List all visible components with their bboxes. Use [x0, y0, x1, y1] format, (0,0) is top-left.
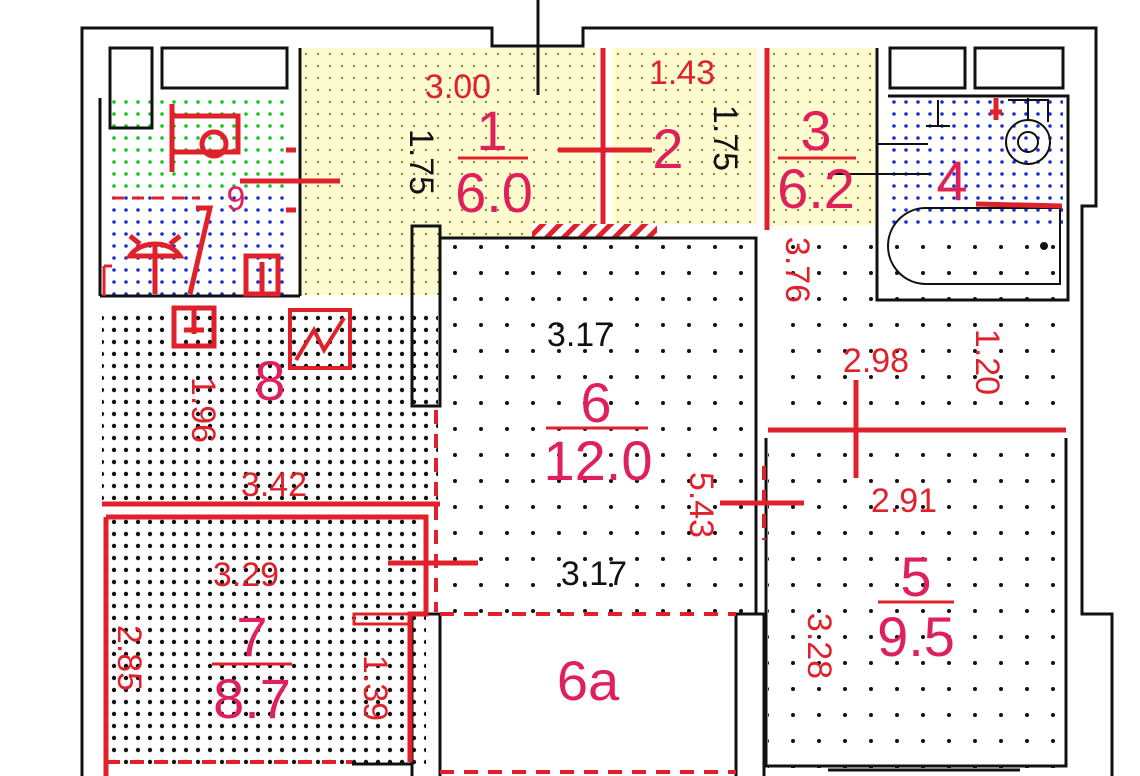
toilet-bath-bowl-icon: [1005, 119, 1051, 165]
room-2-height: 1.75: [706, 105, 744, 171]
wall-bottom: [352, 762, 1020, 772]
room-1-area: 6.0: [455, 161, 533, 224]
stove-icon: [288, 308, 352, 370]
room-6-height: 5.43: [682, 472, 720, 538]
room-8-number: 8: [254, 349, 285, 412]
room-1-width: 3.00: [425, 68, 491, 106]
room-7-fill: [106, 517, 426, 767]
room-7-niche: 1.39: [356, 655, 394, 721]
room-7-border: [103, 514, 429, 776]
outer-wall: [80, 26, 1114, 776]
wall-room6-right: [440, 236, 758, 614]
room-7-width: 3.29: [213, 556, 279, 594]
room-5-number: 5: [900, 545, 931, 608]
room-2-number: 2: [652, 117, 683, 180]
room-4-number: 4: [936, 149, 967, 212]
wall-ticks-9: [286, 147, 296, 213]
wall-room5: [764, 438, 1068, 768]
room-7-height: 2.85: [110, 625, 148, 691]
corner-mark-9: [102, 264, 112, 296]
heater-icon: [171, 305, 217, 349]
valve-icon: [990, 98, 1002, 120]
room-6-top-width: 3.17: [547, 316, 613, 354]
sink-icon: [125, 234, 185, 294]
room-7-niche: [352, 612, 412, 626]
tap-icon: [243, 253, 281, 297]
cross-marker-2: [558, 120, 652, 180]
room-1-number: 1: [476, 99, 507, 162]
hall-height: 1.20: [968, 329, 1006, 395]
room-8-height: 1.96: [184, 377, 222, 443]
duct-4: [973, 46, 1065, 90]
room-9-number: 9: [227, 180, 246, 218]
room-2-width: 1.43: [649, 54, 715, 92]
basin-icon: [926, 100, 950, 127]
bathtub-icon: [887, 207, 1061, 285]
door-hatch: [532, 224, 657, 238]
cross-marker-hall: [826, 380, 888, 478]
room-3-area: 6.2: [777, 157, 855, 220]
drain-icon: [1040, 242, 1048, 250]
room-3-length: 3.76: [778, 237, 816, 303]
room-5-height: 3.28: [800, 613, 838, 679]
toilet-bath-inner-icon: [1017, 131, 1039, 153]
room-3-number: 3: [800, 99, 831, 162]
duct-2: [160, 46, 289, 90]
shower-icon: [187, 205, 214, 295]
room-8-fill: [102, 310, 438, 502]
room-7-area: 8.7: [213, 667, 291, 730]
room-6-number: 6: [580, 371, 611, 434]
duct-1: [108, 46, 154, 130]
duct-3: [888, 46, 967, 90]
room-3-fill: [770, 48, 875, 226]
wall-room6: [410, 224, 442, 408]
room-8-width: 3.42: [241, 466, 307, 504]
room-5-width: 2.91: [871, 482, 937, 520]
toilet-bath-icon: [1008, 98, 1049, 122]
room-1-height: 1.75: [402, 129, 440, 195]
room-6-area: 12.0: [544, 429, 653, 492]
room-5-area: 9.5: [877, 605, 955, 668]
room-2-fill: [612, 48, 757, 224]
toilet-bowl-icon: [199, 129, 229, 159]
room-6-bottom-width: 3.17: [561, 555, 627, 593]
room-6-fill: [442, 238, 752, 614]
hall-fill: [770, 226, 1063, 422]
room-7-number: 7: [236, 605, 267, 668]
room-6a-number: 6a: [557, 649, 620, 712]
bath-red-edge: [975, 201, 1063, 209]
wall-bath: [875, 48, 1070, 302]
hall-width: 2.98: [843, 342, 909, 380]
